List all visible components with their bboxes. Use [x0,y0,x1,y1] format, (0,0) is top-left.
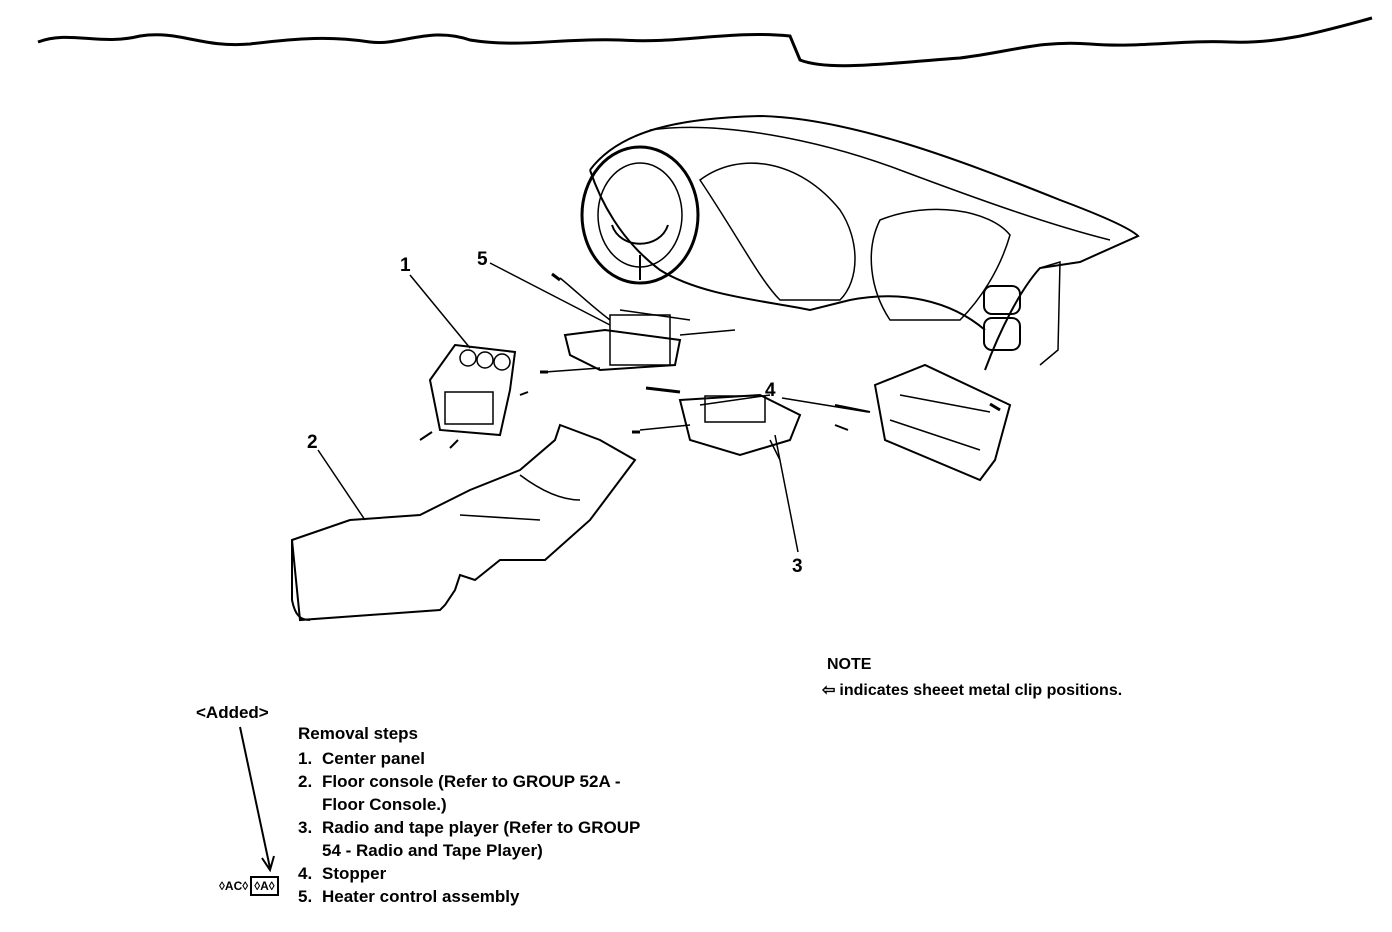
step-text: Heater control assembly [322,887,520,906]
floor-console [290,423,637,622]
callout-4: 4 [765,380,776,401]
removal-step: 4. Stopper [298,862,640,885]
callout-1: 1 [400,255,411,276]
gauge-cluster [698,162,856,301]
step-number: 4. [298,864,313,883]
service-mark-a-boxed: ◊A◊ [250,876,279,896]
step-text: Center panel [322,749,425,768]
step-text: Radio and tape player (Refer to GROUP [322,818,641,837]
center-panel [428,343,517,437]
callout-3: 3 [792,556,803,577]
clip-arrow-icon: ⇦ [822,682,836,699]
removal-steps-list: 1. Center panel 2. Floor console (Refer … [298,747,640,908]
step-text: Floor console (Refer to GROUP 52A - [322,772,621,791]
glove-box-opening [870,208,1011,321]
step-number: 3. [298,818,313,837]
page-break-line [37,16,1373,68]
leader-2 [317,449,366,521]
removal-step: 3. Radio and tape player (Refer to GROUP… [298,816,640,862]
glove-box-assembly [873,363,1012,482]
step-text: Stopper [322,864,387,883]
note-description: indicates sheeet metal clip positions. [839,682,1123,699]
step-text-continued: Floor Console.) [322,795,447,814]
service-marks: ◊AC◊ ◊A◊ [219,876,279,896]
step-number: 1. [298,749,313,768]
callout-2: 2 [307,432,318,453]
removal-step: 5. Heater control assembly [298,885,640,908]
right-vent-upper [983,285,1021,315]
removal-step: 1. Center panel [298,747,640,770]
note-text: ⇦indicates sheeet metal clip positions. [822,680,1122,700]
right-vent-lower [983,317,1021,351]
steering-wheel [580,145,700,285]
dashboard-outline [589,114,1140,371]
note-title: NOTE [827,656,872,673]
clip-arrow-icon [540,272,1001,434]
step-number: 2. [298,772,313,791]
leader-3 [774,434,799,553]
step-text-continued: 54 - Radio and Tape Player) [322,841,543,860]
radio-tape-player [678,393,802,457]
heater-control-assembly [563,328,682,372]
removal-step: 2. Floor console (Refer to GROUP 52A - F… [298,770,640,816]
leader-5 [489,262,611,326]
added-label: <Added> [196,703,269,722]
leader-1 [409,274,471,349]
leader-4b [781,397,869,413]
leader-4a [699,394,771,406]
step-number: 5. [298,887,313,906]
callout-5: 5 [477,249,488,270]
service-mark-ac: ◊AC◊ [219,879,249,893]
removal-steps-title: Removal steps [298,724,418,743]
added-arrow [239,726,271,869]
